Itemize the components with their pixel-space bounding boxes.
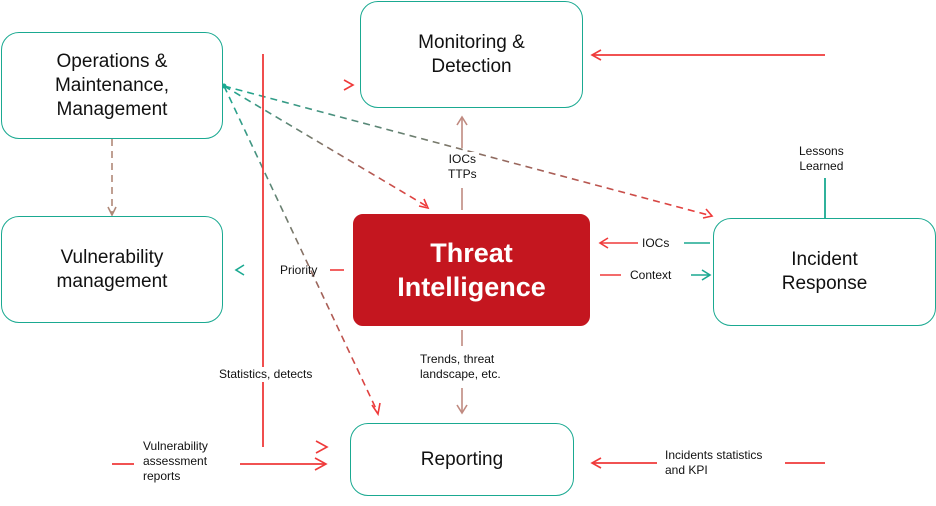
arrowhead-icon: [418, 198, 430, 210]
label-lessons-learned: Lessons Learned: [799, 144, 844, 174]
edge-vulnerability-to-reporting: [111, 323, 328, 471]
node-monitoring-detection[interactable]: Monitoring & Detection: [360, 1, 583, 108]
arrowhead-icon: [234, 264, 245, 276]
edge-threat-intel-to-monitoring: [456, 115, 468, 210]
edge-incident-to-reporting: [590, 326, 826, 469]
arrowhead-icon: [314, 457, 328, 471]
edge-incident-to-monitoring: [590, 49, 826, 218]
edge-threat-intel-to-incident: [600, 269, 712, 281]
edge-monitoring-to-reporting: [262, 53, 360, 454]
label-iocs: IOCs: [642, 236, 670, 251]
edge-ops-to-monitoring: [224, 79, 355, 91]
arrowhead-icon: [107, 206, 117, 217]
node-operations-maintenance[interactable]: Operations & Maintenance, Management: [1, 32, 223, 139]
node-reporting[interactable]: Reporting: [350, 423, 574, 496]
arrowhead-icon: [343, 79, 355, 91]
label-trends: Trends, threat landscape, etc.: [420, 352, 501, 382]
label-vulnerability-reports: Vulnerability assessment reports: [143, 439, 208, 484]
label-incident-statistics: Incidents statistics and KPI: [665, 448, 763, 478]
edge-ops-to-reporting: [223, 85, 381, 417]
arrowhead-icon: [590, 49, 602, 61]
arrowhead-icon: [598, 237, 609, 249]
arrowhead-icon: [702, 208, 714, 219]
label-context: Context: [630, 268, 672, 283]
edge-ops-to-threat-intel: [223, 85, 430, 210]
edge-threat-intel-to-reporting: [456, 330, 468, 415]
edge-incident-to-threat-intel: [598, 237, 710, 249]
node-vulnerability-management[interactable]: Vulnerability management: [1, 216, 223, 323]
arrowhead-icon: [456, 115, 468, 126]
label-statistics-detects: Statistics, detects: [219, 367, 313, 382]
label-iocs-ttps: IOCs TTPs: [448, 152, 477, 182]
arrowhead-icon: [701, 269, 712, 281]
edge-ops-to-vulnerability: [107, 139, 117, 217]
node-incident-response[interactable]: Incident Response: [713, 218, 936, 326]
arrowhead-icon: [371, 402, 381, 417]
node-threat-intelligence[interactable]: Threat Intelligence: [353, 214, 590, 326]
arrowhead-icon: [456, 404, 468, 415]
arrowhead-icon: [315, 440, 329, 454]
arrowhead-icon: [590, 457, 602, 469]
label-priority: Priority: [280, 263, 318, 277]
edge-ops-to-incident: [223, 85, 714, 219]
edge-threat-intel-to-vulnerability: [234, 264, 344, 276]
